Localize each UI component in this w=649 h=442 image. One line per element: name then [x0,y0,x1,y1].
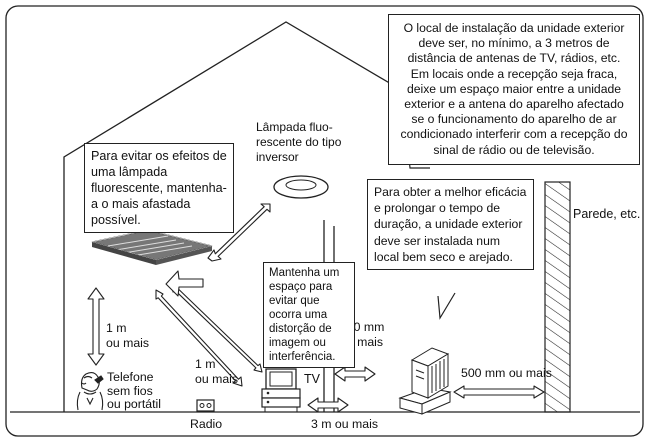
tv-label: TV [304,372,320,386]
wall-hatch [544,181,571,413]
distance-label-500mm: 500 mm ou mais [461,366,552,380]
fluorescent-lamp-note: Para evitar os efeitos de uma lâmpada fl… [84,143,234,233]
tv-icon [261,368,301,412]
distance-arrows [87,203,545,413]
tv-distortion-note: Mantenha um espaço para evitar que ocorr… [263,262,355,368]
phone-user-icon [76,371,104,411]
distance-label-1m-left: 1 m ou mais [106,321,150,350]
distance-label-1m-mid: 1 m ou mais [195,357,239,386]
phone-label: Telefone sem fios ou portátil [107,370,162,411]
outdoor-unit-icon [398,347,452,415]
radio-icon [196,399,215,412]
outdoor-unit-distance-note: O local de instalação da unidade exterio… [388,14,640,165]
house-outline [63,21,399,412]
dry-location-note: Para obter a melhor eficácia e prolongar… [367,179,534,271]
lamp-label: Lâmpada fluo- rescente do tipo inversor [256,120,342,164]
radio-label: Radio [190,417,223,431]
lamp-icon [273,175,329,199]
wall-label: Parede, etc. [573,207,641,221]
indoor-unit-icon [91,229,213,265]
distance-label-3m: 3 m ou mais [311,417,378,431]
